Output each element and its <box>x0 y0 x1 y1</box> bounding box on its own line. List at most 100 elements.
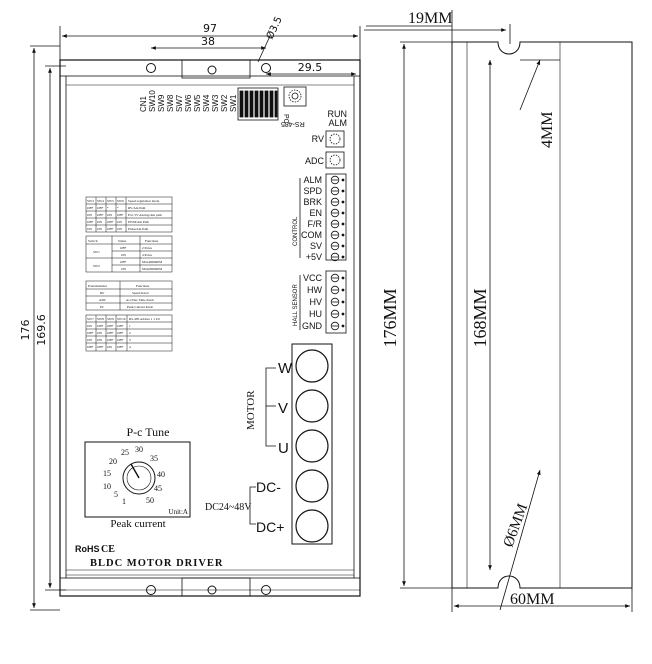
hall-pin-hv: HV <box>309 297 322 307</box>
mode-table-cell: ON <box>97 220 102 224</box>
mode-table-cell: SW6 <box>117 199 124 203</box>
address-table-cell: 4 <box>129 345 131 349</box>
mode-table-cell: SW3 <box>87 199 94 203</box>
mode-table: SW3 SW4 SW5 SW6 Speed regulation mode OF… <box>85 196 173 233</box>
control-pin-fr: F/R <box>308 219 323 229</box>
pot-table-cell: Functions <box>136 284 150 288</box>
dip-switch-block[interactable] <box>237 87 279 121</box>
control-pin-brk: BRK <box>303 197 322 207</box>
dim-right-offset: 29.5 <box>298 61 323 74</box>
switch-table-cell: Status <box>118 239 127 243</box>
address-table-cell: OFF <box>107 331 113 335</box>
rv-knob[interactable] <box>325 130 345 148</box>
address-table-cell: 3 <box>129 338 131 342</box>
switch-table: Switch Status Functions SW1 OFF 2 Poles … <box>85 235 173 273</box>
switch-table-cell: ON <box>121 253 126 257</box>
control-pin-5v: +5V <box>306 252 322 262</box>
control-screw-terminals[interactable] <box>330 175 345 262</box>
pin-label-sw8: SW8 <box>166 94 175 112</box>
product-name: BLDC MOTOR DRIVER <box>90 558 223 569</box>
switch-table-cell: 4 Poles <box>142 253 153 257</box>
pin-label-sw6: SW6 <box>184 94 193 112</box>
side-dim-top-width: 19MM <box>408 10 452 27</box>
mode-table-cell: ON <box>87 213 92 217</box>
dial-tick-25: 25 <box>121 448 129 457</box>
address-table-cell: SW9 <box>107 317 114 321</box>
address-table-cell: SW10 <box>117 317 126 321</box>
power-screw-terminals[interactable] <box>295 349 329 543</box>
dial-tick-40: 40 <box>157 470 165 479</box>
address-table-cell: ON <box>87 324 92 328</box>
switch-table-cell: 2 Poles <box>142 246 153 250</box>
mode-table-cell: * <box>117 206 119 210</box>
mounting-hole-top-middle <box>207 65 217 75</box>
peak-current-dial[interactable] <box>84 441 191 518</box>
address-table-cell: OFF <box>87 331 93 335</box>
dim-inner-height: 169.6 <box>35 314 48 346</box>
address-table: SW7 SW8 SW9 SW10 RS-485 Addres 1 1 6 0 O… <box>85 314 173 352</box>
pin-label-sw3: SW3 <box>211 94 220 112</box>
address-table-cell: RS-485 Addres 1 1 6 0 <box>129 317 160 321</box>
adc-knob[interactable] <box>325 151 345 169</box>
mode-table-cell: ON <box>117 220 122 224</box>
control-group-label: CONTROL <box>293 216 299 246</box>
switch-table-cell: Switch <box>88 239 98 243</box>
dial-tick-15: 15 <box>103 469 111 478</box>
ce-logo: CE <box>101 544 115 555</box>
pin-label-sw2: SW2 <box>220 94 229 112</box>
switch-table-cell: OFF <box>120 260 126 264</box>
control-pin-com: COM <box>301 230 322 240</box>
hall-screw-terminals[interactable] <box>330 273 345 331</box>
mode-table-cell: SW5 <box>107 199 114 203</box>
mounting-hole-bottom-right <box>261 585 271 595</box>
address-table-cell: OFF <box>117 324 123 328</box>
power-terminal-block <box>291 343 333 545</box>
dial-tick-35: 35 <box>150 454 158 463</box>
pot-table-cell: Potentiometer <box>88 284 108 288</box>
address-table-cell: OFF <box>117 345 123 349</box>
address-table-cell: 1 <box>129 324 131 328</box>
dial-tick-10: 10 <box>103 482 111 491</box>
driver-housing <box>59 59 361 597</box>
switch-table-cell: OFF <box>120 246 126 250</box>
hall-pin-labels: VCC HW HV HU GND <box>302 273 323 331</box>
hall-group-label: HALL SENSOR <box>293 284 299 326</box>
pot-table-cell: RV <box>100 291 105 295</box>
switch-table-cell: Max6000RPM <box>142 267 162 271</box>
hall-pin-vcc: VCC <box>303 273 323 283</box>
hall-pin-hu: HU <box>309 309 322 319</box>
front-dimension-lines <box>30 26 361 611</box>
mounting-hole-bottom-left <box>146 585 156 595</box>
address-table-cell: ON <box>97 338 102 342</box>
pot-table-cell: ADC <box>99 298 107 302</box>
mode-table-cell: ON <box>107 213 112 217</box>
switch-table-cell: Functions <box>145 239 159 243</box>
supply-voltage-label: DC24~48V <box>205 502 252 513</box>
switch-table-cell: SW2 <box>93 264 100 268</box>
dial-tick-labels: 1 5 10 15 20 25 30 35 40 45 50 <box>103 445 165 506</box>
control-pin-alm: ALM <box>303 175 322 185</box>
svg-text:CE: CE <box>101 544 115 555</box>
dial-tick-20: 20 <box>109 457 117 466</box>
dial-tick-5: 5 <box>114 490 118 499</box>
rs485-label: RS-485 <box>281 120 305 127</box>
address-table-cell: OFF <box>97 324 103 328</box>
pot-table-cell: Acc/Dec Time Knob <box>126 298 154 302</box>
hall-pin-gnd: GND <box>302 321 323 331</box>
mode-table-cell: ON <box>97 227 102 231</box>
switch-table-cell: Max4000RPM <box>142 260 162 264</box>
motor-phase-u: U <box>278 440 289 457</box>
pin-label-cn1: CN1 <box>139 95 148 112</box>
potentiometer-table: Potentiometer Functions RV Speed Knob AD… <box>85 280 173 311</box>
hall-terminal <box>299 270 347 334</box>
control-terminal <box>299 173 347 261</box>
dial-caption: Peak current <box>110 518 165 530</box>
side-dimension-lines <box>364 10 633 612</box>
dc-plus-label: DC+ <box>256 519 284 535</box>
side-dim-height: 176MM <box>380 288 400 347</box>
pin-label-sw1: SW1 <box>229 94 238 112</box>
dim-hole: Ø3.5 <box>264 15 285 42</box>
pc-trimmer-knob[interactable] <box>283 86 307 107</box>
mode-table-cell: ON <box>117 227 122 231</box>
motor-bracket <box>265 367 276 447</box>
